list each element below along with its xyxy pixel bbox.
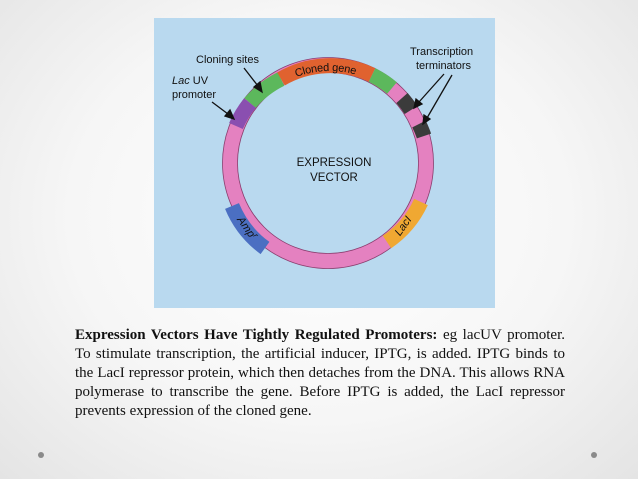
caption-lead: Expression Vectors Have Tightly Regulate… xyxy=(75,327,438,343)
center-title-line2: VECTOR xyxy=(310,172,358,184)
plasmid-map: Cloned gene Ampr LacI EXPRESSION VECTOR … xyxy=(172,46,473,269)
label-arrows xyxy=(211,67,453,126)
caption-body: eg lacUV promoter. To stimulate transcri… xyxy=(75,327,565,419)
center-title-line1: EXPRESSION xyxy=(297,157,372,169)
cloned-gene-segment xyxy=(277,58,376,86)
cloning-site-segment-left xyxy=(244,72,285,109)
expression-vector-diagram: Cloned gene Ampr LacI EXPRESSION VECTOR … xyxy=(154,18,495,308)
left-dot-decoration xyxy=(38,452,44,458)
terminator-segment-1 xyxy=(396,93,418,115)
right-dot-decoration xyxy=(591,452,597,458)
cloning-sites-label: Cloning sites xyxy=(196,54,259,66)
amp-resistance-segment xyxy=(225,202,270,255)
promoter-label: promoter xyxy=(172,89,216,101)
laci-segment xyxy=(382,198,428,249)
cloning-site-segment-right xyxy=(368,68,397,94)
transcription-label: Transcription xyxy=(410,46,473,58)
caption-paragraph: Expression Vectors Have Tightly Regulate… xyxy=(75,326,565,421)
lac-uv-promoter-segment xyxy=(229,98,256,130)
terminators-label: terminators xyxy=(416,60,472,72)
lac-uv-label: Lac UV xyxy=(172,75,209,87)
terminator-segment-2 xyxy=(412,120,432,139)
